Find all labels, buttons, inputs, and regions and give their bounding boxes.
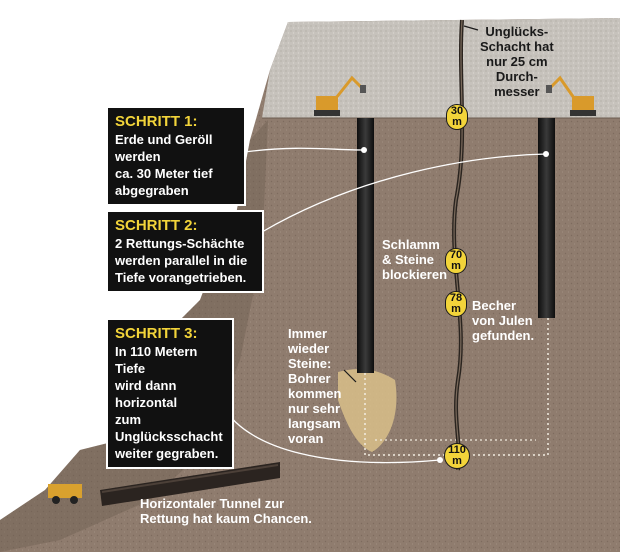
connector-shaft-note <box>463 25 479 31</box>
rescue-shaft-right <box>538 118 555 318</box>
depth-badge-70: 70 m <box>445 248 467 274</box>
depth-badge-110: 110 m <box>444 443 470 469</box>
connector-step3 <box>223 407 441 464</box>
depth-badge-78: 78 m <box>445 291 467 317</box>
excavator-right <box>546 75 596 116</box>
mud-stones-note: Schlamm & Steine blockieren <box>382 237 448 282</box>
shaft-diameter-note: Unglücks- Schacht hat nur 25 cm Durch- m… <box>480 24 554 99</box>
rescue-shaft-left <box>357 118 374 373</box>
step-2-box: SCHRITT 2: 2 Rettungs-Schächte werden pa… <box>106 210 264 293</box>
excavator-left <box>314 75 366 116</box>
step-2-title: SCHRITT 2: <box>115 217 198 234</box>
tunnel-drill-vehicle <box>48 484 82 504</box>
step-2-text: 2 Rettungs-Schächte werden parallel in d… <box>115 236 248 285</box>
tunnel-note: Horizontaler Tunnel zur Rettung hat kaum… <box>140 496 312 526</box>
planned-path <box>364 318 549 456</box>
connector-step1 <box>243 147 365 153</box>
step-3-text: In 110 Metern Tiefe wird dann horizontal… <box>115 344 223 461</box>
connector-stones <box>343 369 357 383</box>
horizontal-tunnel <box>100 462 280 506</box>
step-1-text: Erde und Geröll werden ca. 30 Meter tief… <box>115 132 213 198</box>
step-3-box: SCHRITT 3: In 110 Metern Tiefe wird dann… <box>106 318 234 469</box>
connector-step2 <box>261 153 547 233</box>
gravel-layer <box>262 18 620 118</box>
step-1-title: SCHRITT 1: <box>115 113 198 130</box>
depth-badge-30: 30 m <box>446 104 468 130</box>
stones-note: Immer wieder Steine: Bohrer kommen nur s… <box>288 326 342 446</box>
step-1-box: SCHRITT 1: Erde und Geröll werden ca. 30… <box>106 106 246 206</box>
cup-found-note: Becher von Julen gefunden. <box>472 298 535 343</box>
step-3-title: SCHRITT 3: <box>115 325 198 342</box>
stone-pile <box>338 369 397 452</box>
